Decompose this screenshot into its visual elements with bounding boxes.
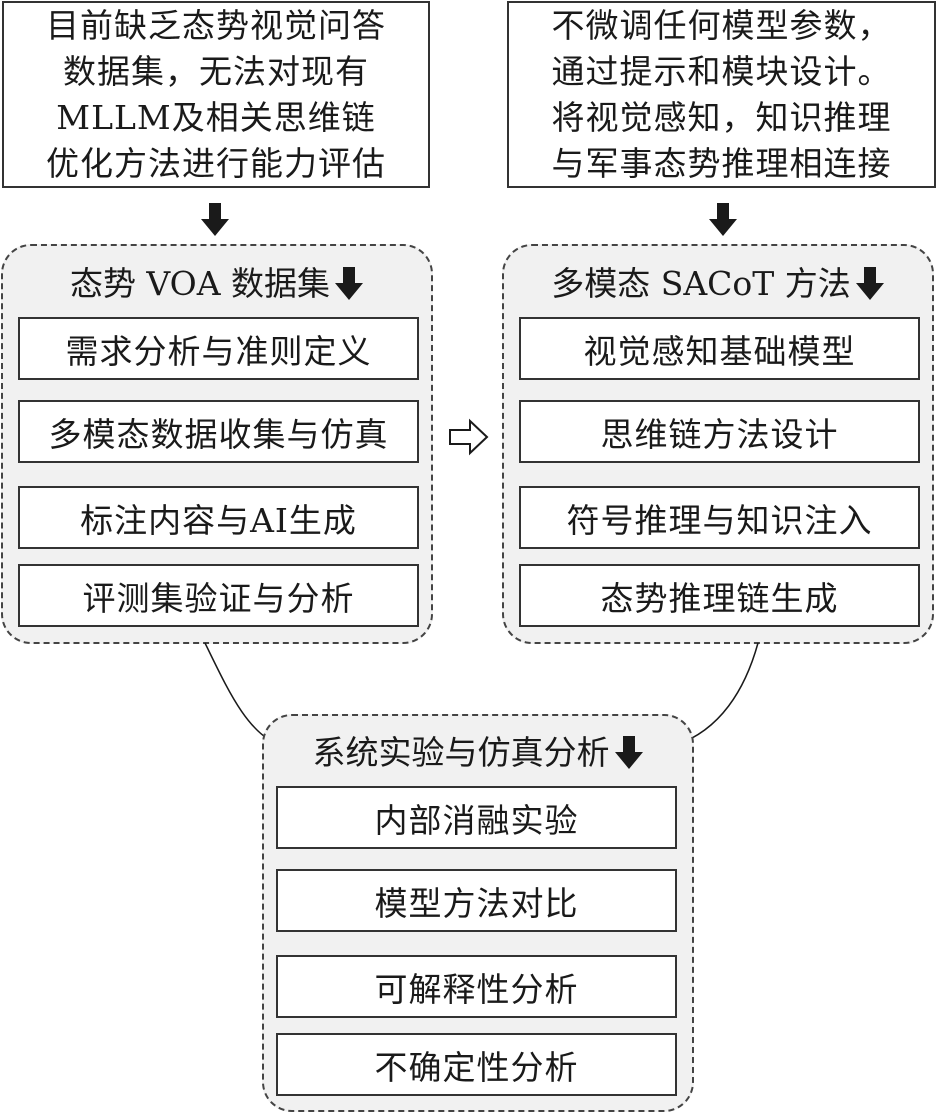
experiment-item: 可解释性分析: [276, 955, 677, 1018]
method-group: 多模态 SACoT 方法 视觉感知基础模型 思维链方法设计 符号推理与知识注入 …: [502, 244, 934, 644]
experiment-group: 系统实验与仿真分析 内部消融实验 模型方法对比 可解释性分析 不确定性分析: [262, 714, 694, 1112]
method-group-title: 多模态 SACoT 方法: [504, 264, 932, 304]
problem-statement-box: 目前缺乏态势视觉问答 数据集，无法对现有 MLLM及相关思维链 优化方法进行能力…: [2, 1, 430, 188]
experiment-group-title-text: 系统实验与仿真分析: [312, 733, 610, 772]
down-arrow-icon: [614, 736, 643, 769]
experiment-item: 模型方法对比: [276, 869, 677, 932]
down-arrow-icon: [335, 267, 364, 300]
experiment-item: 内部消融实验: [276, 786, 677, 849]
approach-line-2: 通过提示和模块设计。: [551, 51, 892, 91]
dataset-group-title: 态势 VOA 数据集: [3, 264, 431, 304]
problem-line-1: 目前缺乏态势视觉问答: [46, 5, 386, 45]
down-arrow-icon: [201, 203, 229, 236]
problem-line-2: 数据集，无法对现有: [63, 51, 369, 91]
approach-line-3: 将视觉感知，知识推理: [551, 97, 892, 137]
right-hollow-arrow-icon: [449, 418, 489, 456]
problem-line-3: MLLM及相关思维链: [56, 97, 376, 137]
experiment-group-title: 系统实验与仿真分析: [264, 733, 692, 773]
method-item: 符号推理与知识注入: [519, 486, 920, 549]
dataset-item: 标注内容与AI生成: [18, 486, 419, 549]
down-arrow-icon: [855, 267, 884, 300]
dataset-item: 多模态数据收集与仿真: [18, 400, 419, 463]
method-group-title-text: 多模态 SACoT 方法: [551, 264, 851, 303]
method-item: 思维链方法设计: [519, 400, 920, 463]
dataset-item: 需求分析与准则定义: [18, 317, 419, 380]
method-item: 态势推理链生成: [519, 564, 920, 627]
experiment-item: 不确定性分析: [276, 1033, 677, 1096]
method-item: 视觉感知基础模型: [519, 317, 920, 380]
dataset-group: 态势 VOA 数据集 需求分析与准则定义 多模态数据收集与仿真 标注内容与AI生…: [1, 244, 433, 644]
approach-statement-box: 不微调任何模型参数， 通过提示和模块设计。 将视觉感知，知识推理 与军事态势推理…: [507, 1, 936, 188]
problem-line-4: 优化方法进行能力评估: [46, 143, 386, 183]
dataset-group-title-text: 态势 VOA 数据集: [69, 264, 331, 303]
down-arrow-icon: [709, 203, 737, 236]
approach-line-4: 与军事态势推理相连接: [551, 143, 892, 183]
approach-line-1: 不微调任何模型参数，: [551, 5, 892, 45]
dataset-item: 评测集验证与分析: [18, 564, 419, 627]
